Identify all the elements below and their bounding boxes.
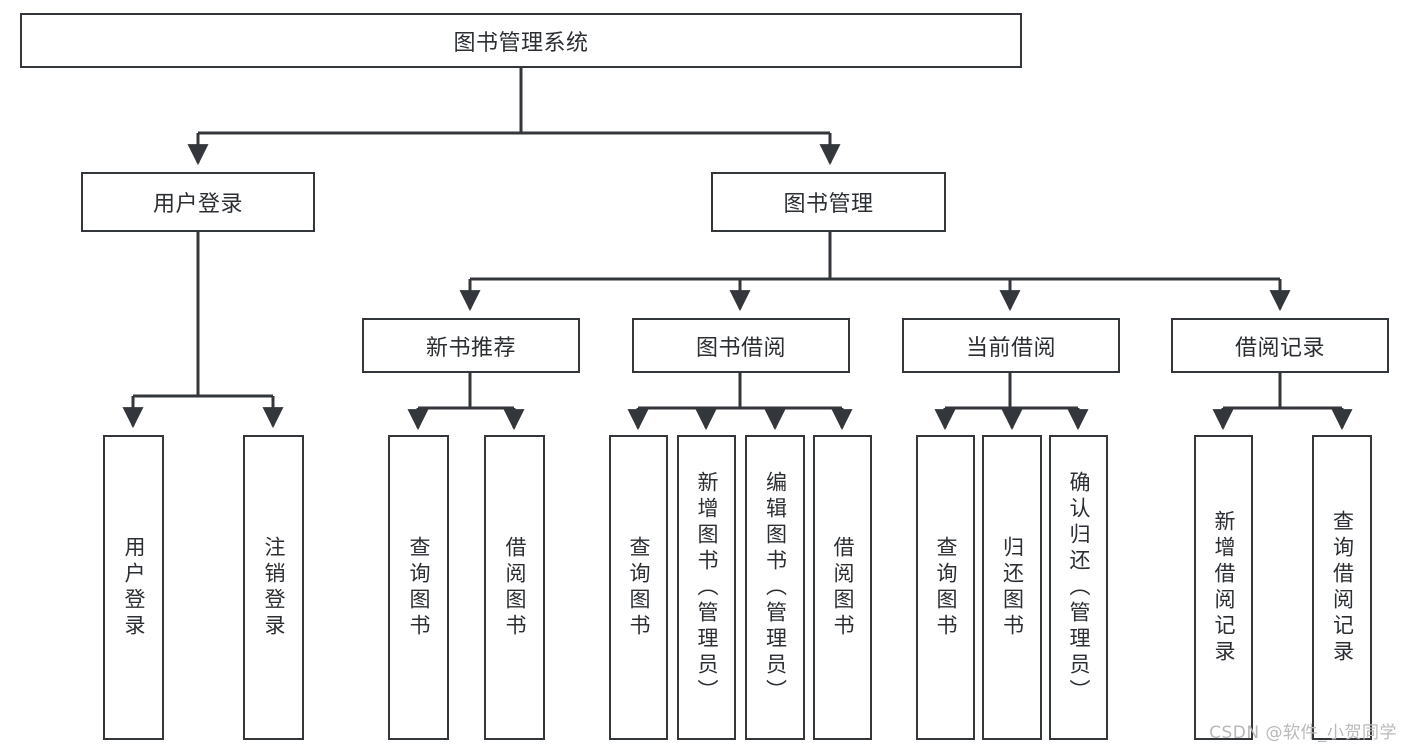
watermark-text: CSDN @软件_小贺同学 bbox=[1209, 723, 1397, 743]
node-label: 编辑图书（管理员） bbox=[763, 470, 788, 705]
node-leaf-query-book-a: 查询图书 bbox=[388, 435, 449, 740]
node-book-management: 图书管理 bbox=[711, 172, 946, 232]
node-label: 确认归还（管理员） bbox=[1067, 470, 1091, 705]
node-label: 借阅图书 bbox=[831, 535, 855, 640]
node-label: 借阅图书 bbox=[503, 535, 527, 640]
node-leaf-query-borrow-record: 查询借阅记录 bbox=[1312, 435, 1372, 740]
node-leaf-return-book: 归还图书 bbox=[982, 435, 1042, 740]
node-label: 新增图书（管理员） bbox=[695, 470, 719, 705]
node-label: 用户登录 bbox=[122, 535, 146, 640]
node-leaf-borrow-book-a: 借阅图书 bbox=[484, 435, 545, 740]
node-borrow-record: 借阅记录 bbox=[1171, 318, 1389, 373]
node-leaf-user-login: 用户登录 bbox=[103, 435, 164, 740]
node-label: 新书推荐 bbox=[425, 335, 516, 361]
node-leaf-query-book-c: 查询图书 bbox=[916, 435, 975, 740]
node-label: 借阅记录 bbox=[1234, 335, 1325, 361]
node-leaf-query-book-b: 查询图书 bbox=[609, 435, 668, 740]
node-leaf-edit-book-admin: 编辑图书（管理员） bbox=[745, 435, 805, 740]
node-user-login: 用户登录 bbox=[81, 172, 315, 232]
node-system-title: 图书管理系统 bbox=[20, 13, 1022, 68]
node-leaf-add-book-admin: 新增图书（管理员） bbox=[677, 435, 736, 740]
node-label: 归还图书 bbox=[1000, 535, 1025, 640]
node-leaf-add-borrow-record: 新增借阅记录 bbox=[1194, 435, 1253, 740]
node-label: 新增借阅记录 bbox=[1212, 509, 1236, 666]
node-label: 查询图书 bbox=[627, 535, 651, 640]
node-leaf-borrow-book-b: 借阅图书 bbox=[813, 435, 872, 740]
node-label: 当前借阅 bbox=[965, 335, 1056, 361]
node-current-borrow: 当前借阅 bbox=[902, 318, 1120, 373]
node-label: 注销登录 bbox=[262, 535, 286, 640]
node-label: 用户登录 bbox=[152, 192, 243, 217]
node-book-borrow: 图书借阅 bbox=[632, 318, 850, 373]
node-label: 图书借阅 bbox=[695, 335, 786, 361]
node-new-book-recommend: 新书推荐 bbox=[362, 318, 580, 373]
node-leaf-logout-login: 注销登录 bbox=[243, 435, 304, 740]
node-label: 图书管理系统 bbox=[453, 30, 589, 56]
node-label: 查询借阅记录 bbox=[1330, 509, 1355, 666]
node-label: 查询图书 bbox=[934, 535, 958, 640]
node-leaf-confirm-return-admin: 确认归还（管理员） bbox=[1049, 435, 1108, 740]
node-label: 查询图书 bbox=[407, 535, 431, 640]
node-label: 图书管理 bbox=[783, 192, 874, 217]
